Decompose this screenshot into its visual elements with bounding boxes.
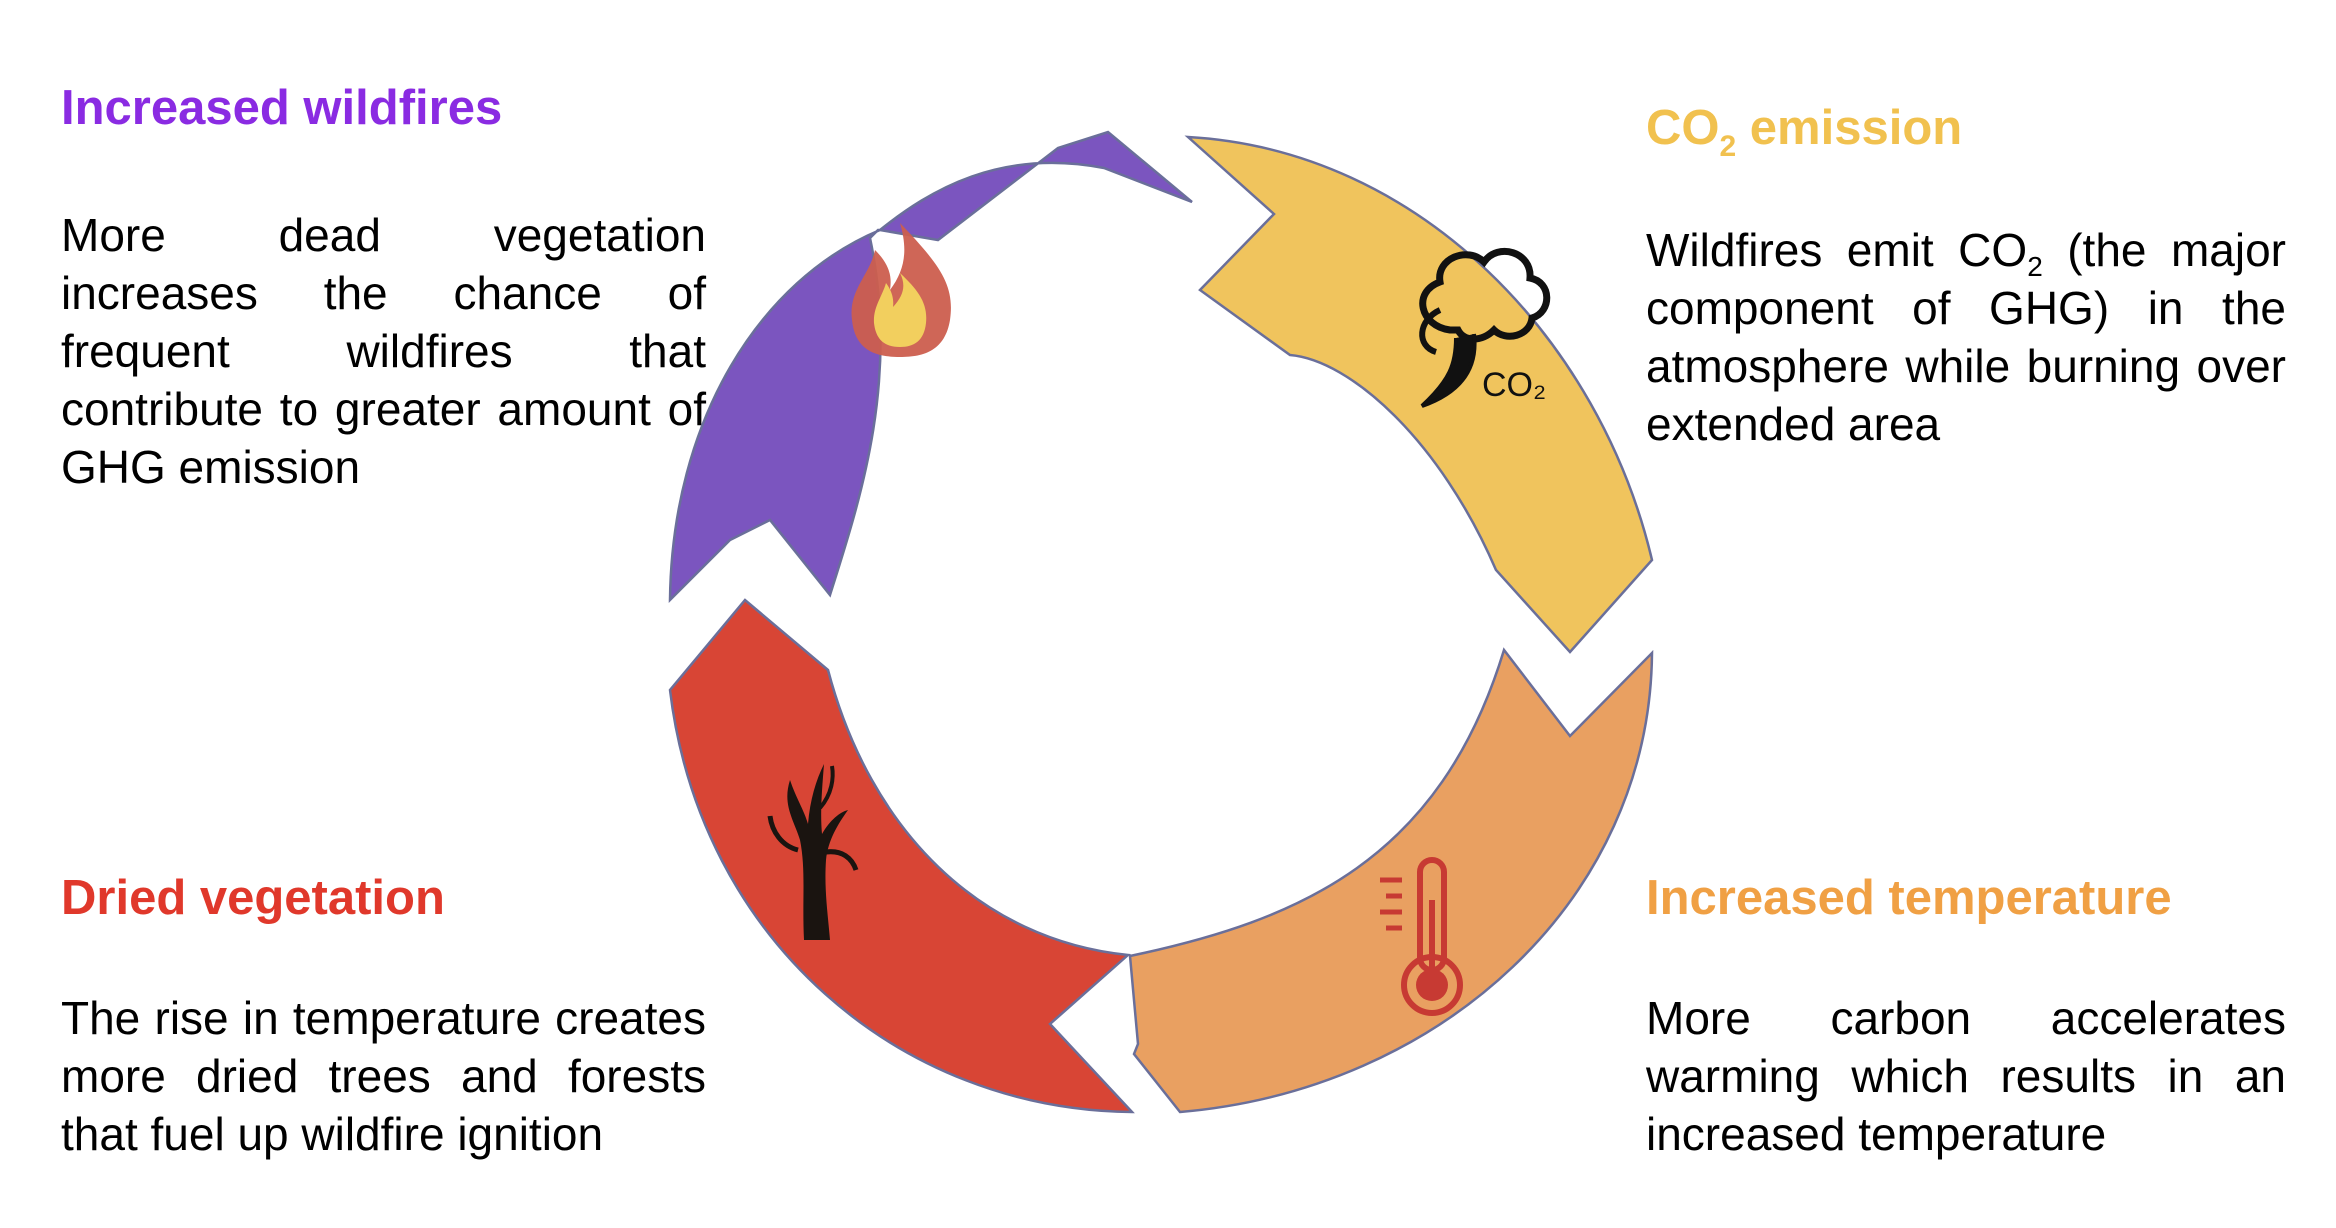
temperature-block: Increased temperature More carbon accele… [1646, 870, 2286, 1163]
co2-description: Wildfires emit CO2 (the major component … [1646, 224, 2286, 451]
dried-arrow-segment [668, 598, 1135, 1114]
dried-block: Dried vegetation The rise in temperature… [61, 870, 706, 1163]
wildfires-description: More dead vegetation increases the chanc… [61, 209, 706, 494]
temperature-description: More carbon accelerates warming which re… [1646, 992, 2286, 1161]
fire-icon [851, 223, 951, 357]
dried-title: Dried vegetation [61, 871, 445, 925]
co2-arrow-segment [1184, 135, 1654, 654]
co2-cloud-icon: CO₂ [1419, 248, 1551, 408]
wildfires-title: Increased wildfires [61, 81, 503, 135]
wildfires-block: Increased wildfires More dead vegetation… [61, 80, 706, 496]
temperature-title: Increased temperature [1646, 871, 2172, 925]
dried-description: The rise in temperature creates more dri… [61, 992, 706, 1161]
thermometer-icon [1380, 857, 1463, 1016]
wildfires-arrow-segment [668, 130, 1193, 604]
dead-tree-icon [767, 764, 859, 940]
co2-title: CO2 emission [1646, 101, 1963, 163]
co2-icon-label: CO₂ [1482, 366, 1546, 404]
co2-block: CO2 emission Wildfires emit CO2 (the maj… [1646, 100, 2286, 453]
